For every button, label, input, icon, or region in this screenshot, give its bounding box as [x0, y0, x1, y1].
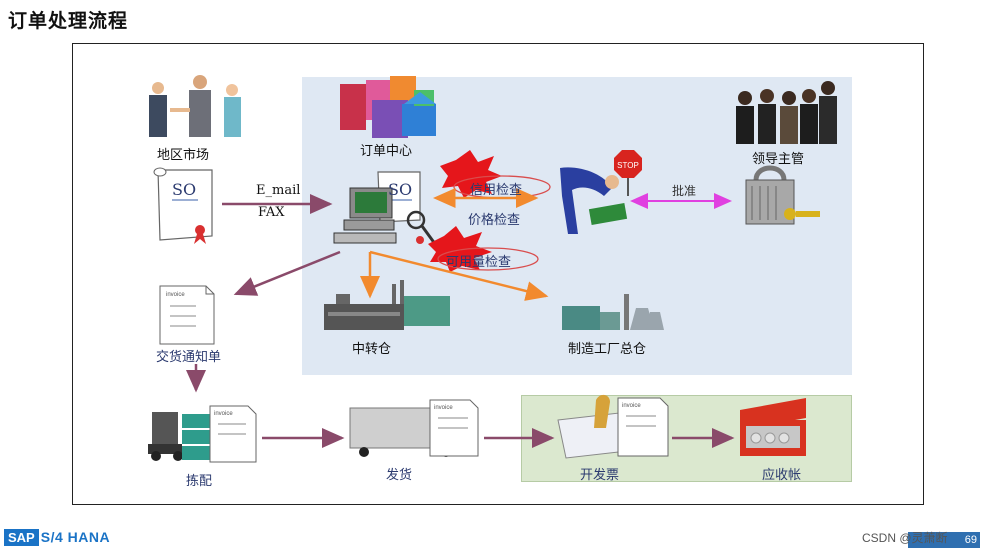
transit-warehouse-label: 中转仓: [352, 342, 392, 357]
warehouse-icon: [324, 280, 450, 330]
business-people-icon: [149, 75, 241, 137]
watermark: CSDN @灵萧断: [862, 531, 948, 545]
so-left-label: SO: [172, 180, 197, 199]
fax-label: FAX: [258, 205, 285, 220]
executives-icon: [736, 81, 837, 144]
leaders-label: 领导主管: [752, 152, 805, 167]
truck-icon: invoice: [349, 399, 479, 457]
page-title: 订单处理流程: [8, 10, 129, 32]
to-factory-arrow: [369, 250, 549, 301]
sap-logo: SAP S/4 HANA: [4, 528, 110, 546]
page-number-badge: 69: [908, 532, 980, 548]
computer-icon: [333, 171, 440, 249]
cash-box-icon: [740, 398, 806, 456]
region-market-label: 地区市场: [157, 148, 210, 163]
invoice-signing-icon: invoice: [557, 394, 669, 459]
buildings-icon: [340, 76, 436, 138]
receivables-label: 应收帐: [762, 468, 802, 483]
sales-order-scroll-icon: [153, 167, 213, 244]
factory-icon: [562, 294, 664, 330]
forklift-icon: invoice: [148, 405, 257, 463]
shipping-label: 发货: [386, 468, 413, 483]
email-label: E_mail: [256, 183, 301, 198]
inspector-icon: STOP: [560, 150, 642, 234]
sap-logo-mark: SAP: [4, 528, 39, 546]
order-center-label: 订单中心: [360, 144, 413, 159]
delivery-note-label: 交货通知单: [156, 350, 222, 365]
invoice-tag: invoice: [622, 403, 641, 409]
so-right-label: SO: [388, 180, 413, 199]
credit-check-label: 信用检查: [470, 183, 523, 198]
picking-label: 拣配: [186, 474, 213, 489]
invoice-tag: invoice: [166, 292, 185, 298]
factory-warehouse-label: 制造工厂总仓: [568, 342, 647, 357]
availability-check-label: 可用量检查: [446, 255, 512, 270]
stop-sign-label: STOP: [617, 161, 639, 170]
invoicing-label: 开发票: [580, 468, 620, 483]
invoice-tag: invoice: [434, 405, 453, 411]
product-name: S/4 HANA: [40, 529, 111, 545]
approve-label: 批准: [672, 184, 697, 198]
delivery-note-document-icon: invoice: [159, 285, 215, 345]
alert-starburst-icon: [440, 150, 502, 198]
alert-starburst-icon: [428, 226, 492, 272]
invoice-tag: invoice: [214, 411, 233, 417]
to-delivery-note-arrow: [233, 250, 341, 296]
price-check-label: 价格检查: [468, 213, 521, 228]
padlock-icon: [745, 165, 820, 225]
availability-check-oval: [437, 247, 539, 271]
